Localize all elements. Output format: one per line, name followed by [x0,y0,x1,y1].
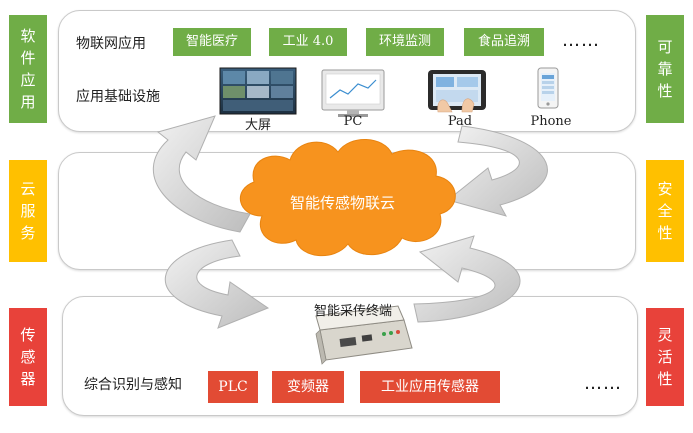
bottom-ellipsis: …… [584,373,622,394]
side-char: 全 [657,202,673,220]
reliability-label: 可 靠 性 [646,15,684,123]
software-application-label: 软 件 应 用 [9,15,47,123]
side-char: 灵 [657,326,673,344]
side-char: 传 [20,326,36,344]
cloud-service-label: 云 服 务 [9,160,47,262]
app-tag-smart-healthcare: 智能医疗 [173,28,251,56]
curved-arrow-upper-left [152,115,251,233]
side-char: 性 [657,370,673,388]
infrastructure-label: 应用基础设施 [76,89,160,105]
side-char: 靠 [657,60,673,78]
curved-arrow-lower-right [413,235,521,323]
sensor-tag-industrial-sensor: 工业应用传感器 [360,371,500,403]
pc-monitor-icon [321,69,385,117]
side-char: 应 [20,71,36,89]
side-char: 性 [657,224,673,242]
terminal-device-icon [315,305,413,365]
big-screen-icon [219,67,297,115]
phone-icon [537,67,559,109]
sensor-tag-plc: PLC [208,371,258,403]
side-char: 感 [20,348,36,366]
sensor-label: 传 感 器 [9,308,47,406]
side-char: 活 [657,348,673,366]
side-char: 件 [20,49,36,67]
side-char: 安 [657,180,673,198]
device-label-pad: Pad [447,114,473,129]
sensing-label: 综合识别与感知 [84,377,182,393]
side-char: 用 [20,93,36,111]
cloud-label: 智能传感物联云 [290,194,396,212]
top-ellipsis: …… [562,30,600,51]
flexibility-label: 灵 活 性 [646,308,684,406]
side-char: 可 [657,38,673,56]
device-label-big-screen: 大屏 [244,118,271,133]
side-char: 服 [20,202,36,220]
tablet-icon [428,70,486,113]
curved-arrow-lower-left [164,239,270,329]
curved-arrow-upper-right [446,125,548,217]
iot-cloud [239,139,456,257]
app-tag-food-traceability: 食品追溯 [464,28,544,56]
device-label-phone: Phone [530,114,572,129]
terminal-label: 智能采传终端 [314,304,393,319]
side-char: 软 [20,27,36,45]
side-char: 云 [20,180,36,198]
device-label-pc: PC [343,114,363,129]
app-tag-environment-monitoring: 环境监测 [366,28,444,56]
side-char: 性 [657,82,673,100]
side-char: 器 [20,370,36,388]
security-label: 安 全 性 [646,160,684,262]
sensor-tag-inverter: 变频器 [272,371,344,403]
app-tag-industry-4: 工业 4.0 [269,28,347,56]
side-char: 务 [20,224,36,242]
iot-application-label: 物联网应用 [76,36,146,52]
